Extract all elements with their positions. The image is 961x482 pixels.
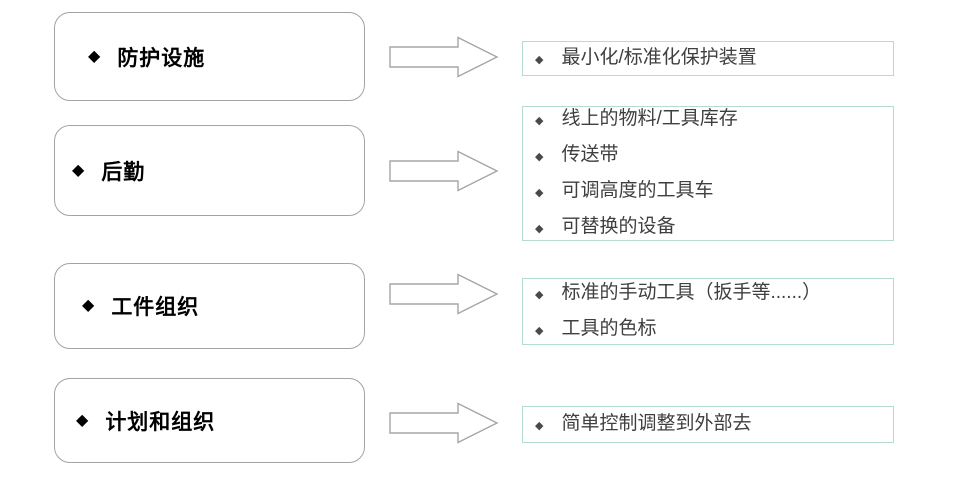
detail-item: ◆ 标准的手动工具（扳手等......） <box>535 276 893 312</box>
category-label: 后勤 <box>101 160 146 184</box>
diamond-bullet-icon: ◆ <box>88 47 101 65</box>
detail-box-protection: ◆ 最小化/标准化保护装置 <box>522 41 894 76</box>
category-label: 工件组织 <box>111 296 200 319</box>
arrow-right-icon <box>389 150 499 192</box>
arrow-right-icon <box>389 273 499 315</box>
category-box-logistics: ◆ 后勤 <box>54 125 365 216</box>
diamond-bullet-icon: ◆ <box>535 222 544 235</box>
detail-item: ◆ 简单控制调整到外部去 <box>535 407 893 443</box>
detail-item: ◆ 可替换的设备 <box>535 210 893 246</box>
detail-item-text: 工具的色标 <box>561 317 657 339</box>
diamond-bullet-icon: ◆ <box>535 324 544 337</box>
detail-item: ◆ 工具的色标 <box>535 312 893 348</box>
detail-item-text: 传送带 <box>561 143 619 165</box>
detail-item-text: 线上的物料/工具库存 <box>561 107 738 129</box>
diamond-bullet-icon: ◆ <box>82 297 95 314</box>
diamond-bullet-icon: ◆ <box>535 150 544 163</box>
diamond-bullet-icon: ◆ <box>76 411 89 429</box>
arrow-right-icon <box>389 402 499 444</box>
detail-box-workpiece: ◆ 标准的手动工具（扳手等......） ◆ 工具的色标 <box>522 278 894 345</box>
detail-box-logistics: ◆ 线上的物料/工具库存 ◆ 传送带 ◆ 可调高度的工具车 ◆ 可替换的设备 <box>522 106 894 241</box>
diamond-bullet-icon: ◆ <box>535 186 544 199</box>
detail-item: ◆ 传送带 <box>535 138 893 174</box>
detail-item-text: 最小化/标准化保护装置 <box>561 46 757 68</box>
diamond-bullet-icon: ◆ <box>535 114 544 127</box>
category-box-planning: ◆ 计划和组织 <box>54 378 365 463</box>
detail-item-text: 标准的手动工具（扳手等......） <box>561 281 822 303</box>
arrow-right-icon <box>389 36 499 78</box>
detail-item: ◆ 最小化/标准化保护装置 <box>535 41 893 77</box>
detail-item: ◆ 可调高度的工具车 <box>535 174 893 210</box>
category-box-protection: ◆ 防护设施 <box>54 12 365 101</box>
diamond-bullet-icon: ◆ <box>535 419 544 432</box>
detail-item-text: 可替换的设备 <box>561 215 676 237</box>
category-label: 防护设施 <box>117 46 206 70</box>
diamond-bullet-icon: ◆ <box>535 288 544 301</box>
detail-item: ◆ 线上的物料/工具库存 <box>535 102 893 138</box>
detail-item-text: 可调高度的工具车 <box>561 179 714 201</box>
detail-item-text: 简单控制调整到外部去 <box>561 412 752 434</box>
diamond-bullet-icon: ◆ <box>535 53 544 66</box>
category-label: 计划和组织 <box>105 410 216 434</box>
category-box-workpiece: ◆ 工件组织 <box>54 263 365 349</box>
diamond-bullet-icon: ◆ <box>72 161 85 179</box>
detail-box-planning: ◆ 简单控制调整到外部去 <box>522 406 894 443</box>
